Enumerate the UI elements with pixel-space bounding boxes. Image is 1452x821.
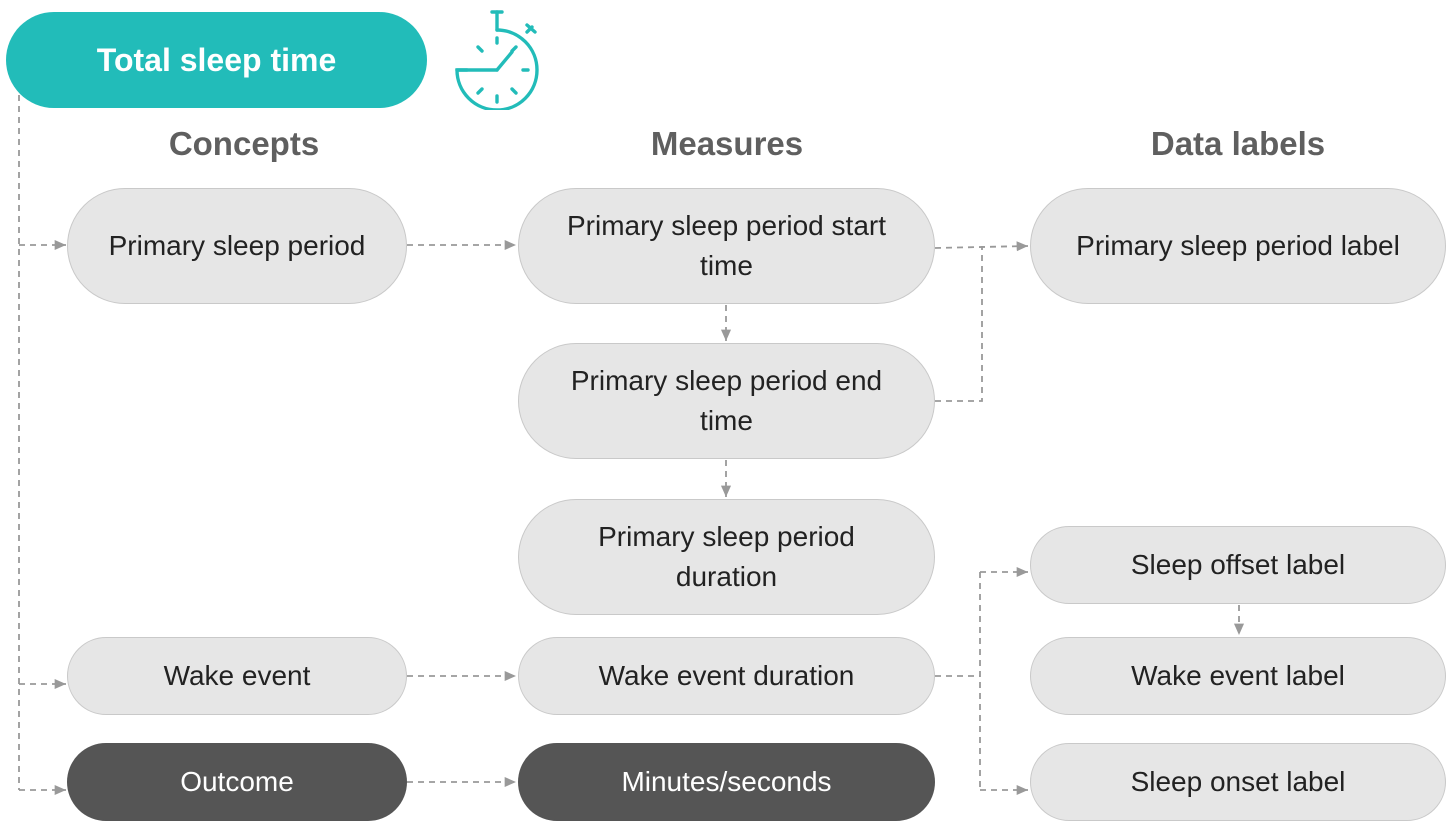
node-label: Wake event duration [598,660,855,691]
data-label-sleep-onset: Sleep onset label [1030,743,1446,821]
measure-wake-event-duration: Wake event duration [518,637,935,715]
node-label: Primary sleep period start time [566,210,886,281]
column-heading-data-labels: Data labels [1150,125,1326,162]
node-label: Sleep onset label [1130,766,1346,797]
node-label: Primary sleep period end time [570,365,883,436]
measure-minutes-seconds: Minutes/seconds [518,743,935,821]
measure-primary-sleep-period-start-time: Primary sleep period start time [518,188,935,304]
node-label: Wake event label [1131,660,1345,691]
concept-primary-sleep-period: Primary sleep period [67,188,407,304]
data-label-wake-event: Wake event label [1030,637,1446,715]
node-label: Primary sleep period duration [598,521,855,592]
node-label: Minutes/seconds [621,766,832,797]
data-label-primary-sleep-period: Primary sleep period label [1030,188,1446,304]
node-label: Primary sleep period label [1076,230,1400,261]
stopwatch-icon [455,10,539,110]
node-label: Wake event [163,660,311,691]
column-heading-concepts: Concepts [168,125,320,162]
page-title: Total sleep time [96,41,337,78]
title-pill: Total sleep time [6,12,427,108]
data-label-sleep-offset: Sleep offset label [1030,526,1446,604]
measure-primary-sleep-period-duration: Primary sleep period duration [518,499,935,615]
concept-outcome: Outcome [67,743,407,821]
node-label: Sleep offset label [1130,549,1346,580]
measure-primary-sleep-period-end-time: Primary sleep period end time [518,343,935,459]
concept-wake-event: Wake event [67,637,407,715]
column-heading-measures: Measures [650,125,804,162]
node-label: Outcome [180,766,294,797]
node-label: Primary sleep period [108,230,366,261]
line-end-to-label [935,246,983,402]
